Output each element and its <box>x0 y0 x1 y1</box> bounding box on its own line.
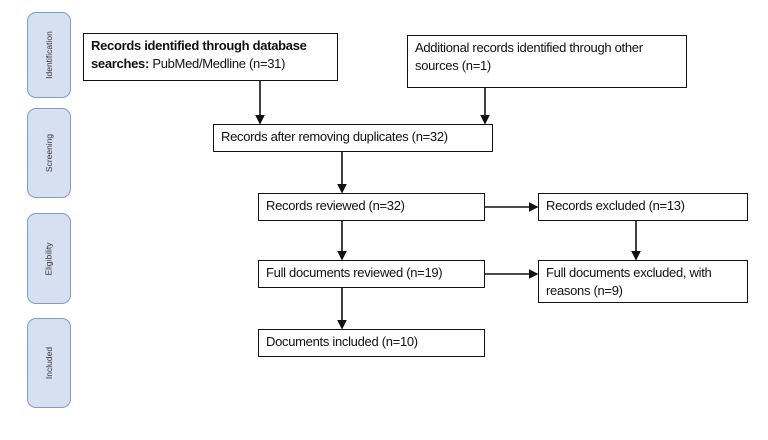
box-text: Full documents reviewed (n=19) <box>266 265 443 280</box>
box-text: PubMed/Medline (n=31) <box>149 56 286 71</box>
stage-identification: Identification <box>27 12 71 98</box>
box-text: Records reviewed (n=32) <box>266 198 405 213</box>
box-text: Records excluded (n=13) <box>546 198 685 213</box>
stage-eligibility: Eligibility <box>27 213 71 304</box>
stage-screening: Screening <box>27 108 71 198</box>
box-after-duplicates: Records after removing duplicates (n=32) <box>213 124 493 152</box>
box-records-excluded: Records excluded (n=13) <box>538 193 748 221</box>
box-included: Documents included (n=10) <box>258 329 485 357</box>
box-other-sources: Additional records identified through ot… <box>407 35 687 88</box>
box-full-excluded: Full documents excluded, with reasons (n… <box>538 260 748 303</box>
box-bold-text: Records identified through database sear… <box>91 38 307 71</box>
box-text: Full documents excluded, with reasons (n… <box>546 265 712 298</box>
box-text: Documents included (n=10) <box>266 334 418 349</box>
stage-included: Included <box>27 318 71 408</box>
box-database-records: Records identified through database sear… <box>83 33 338 81</box>
box-text: Additional records identified through ot… <box>415 40 643 73</box>
box-text: Records after removing duplicates (n=32) <box>221 129 448 144</box>
box-records-reviewed: Records reviewed (n=32) <box>258 193 485 221</box>
box-full-reviewed: Full documents reviewed (n=19) <box>258 260 485 288</box>
